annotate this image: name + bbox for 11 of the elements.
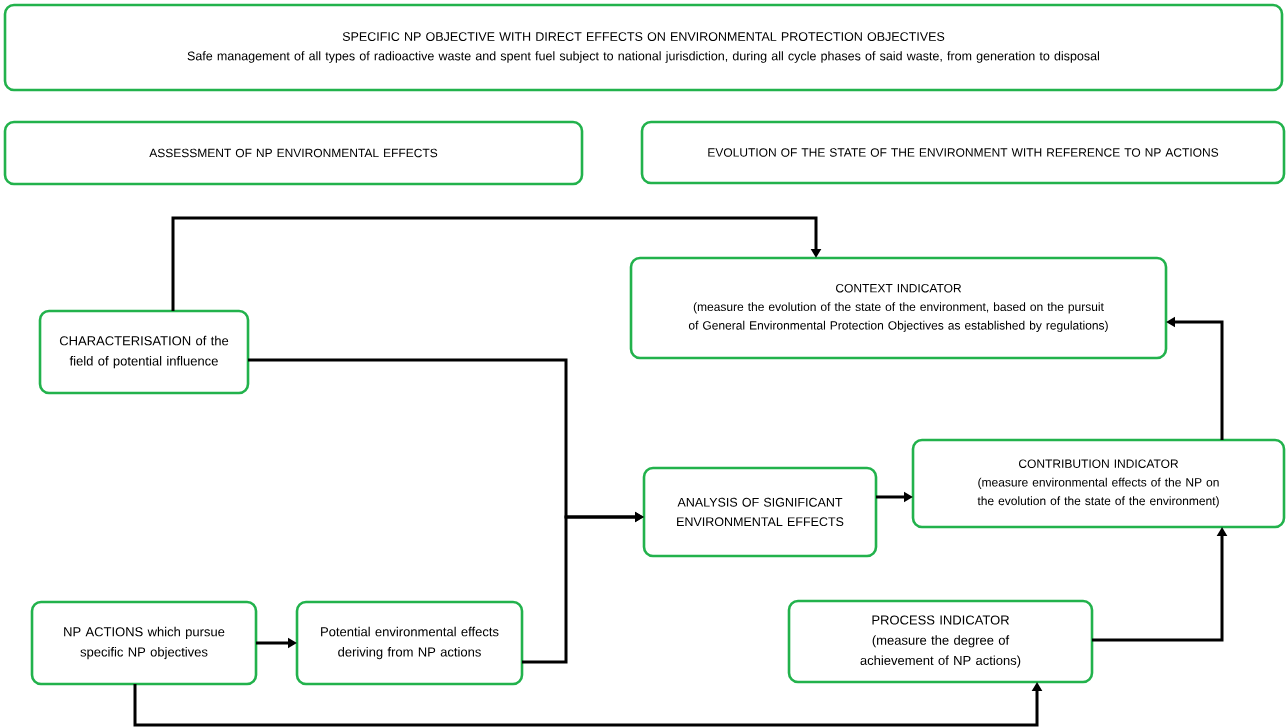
process-box: CONTRIBUTION INDICATOR (measure environmental effects of the NP on the evolution of the state of the environment): [911, 438, 1286, 529]
arrow: [171, 216, 822, 311]
process-box: Potential environmental effects deriving from NP actions: [295, 600, 524, 686]
process-box: EVOLUTION OF THE STATE OF THE ENVIRONMENT WITH REFERENCE TO NP ACTIONS: [640, 120, 1286, 185]
process-box: NP ACTIONS which pursue specific NP objectives: [30, 600, 258, 686]
process-box: ANALYSIS OF SIGNIFICANT ENVIRONMENTAL EFFECTS: [642, 466, 878, 558]
process-box: CHARACTERISATION of the field of potential influence: [38, 309, 250, 395]
process-box: PROCESS INDICATOR (measure the degree of achievement of NP actions): [787, 599, 1094, 684]
process-box: CONTEXT INDICATOR (measure the evolution of the state of the environment, based on the pursuit of General Environmental Protection Objectives as established by regulations): [629, 256, 1168, 360]
process-box: ASSESSMENT OF NP ENVIRONMENTAL EFFECTS: [3, 120, 584, 186]
process-box: SPECIFIC NP OBJECTIVE WITH DIRECT EFFECTS ON ENVIRONMENTAL PROTECTION OBJECTIVES Safe management of all types of radioactive waste and spent fuel subject to national jurisdiction, during all cycle phases of said waste, from generation to disposal: [3, 3, 1284, 92]
